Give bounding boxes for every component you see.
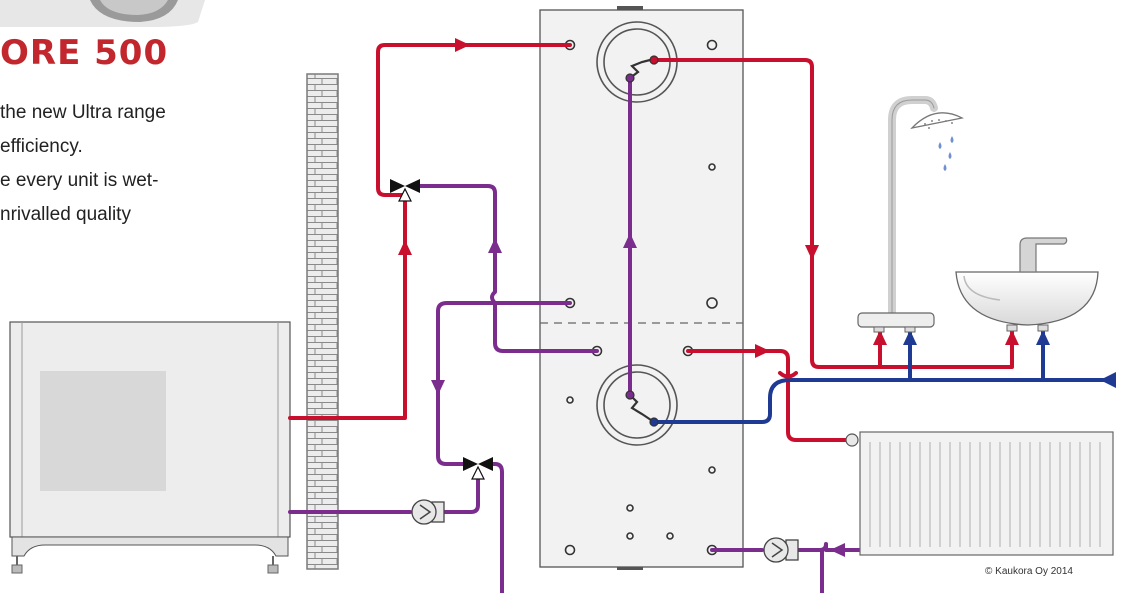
flow-arrows bbox=[398, 38, 1116, 557]
coil-connectors bbox=[625, 55, 659, 427]
copyright-notice: © Kaukora Oy 2014 bbox=[985, 566, 1073, 577]
tank-ports bbox=[564, 39, 718, 556]
basin-faucet bbox=[1019, 237, 1068, 273]
dhw-supply-pipe bbox=[652, 58, 1014, 369]
brick-wall bbox=[306, 73, 339, 570]
shower bbox=[857, 96, 964, 333]
three-way-valve-upper bbox=[390, 179, 420, 202]
coil-zigzags bbox=[629, 58, 655, 423]
radiator-supply-pipe bbox=[686, 349, 850, 442]
wash-basin bbox=[955, 237, 1099, 332]
product-heading: ORE 500 bbox=[0, 33, 169, 73]
cold-water-pipe bbox=[652, 378, 1107, 424]
circulation-pump-heat-pump bbox=[411, 499, 445, 525]
product-photo bbox=[0, 0, 205, 27]
intro-text: the new Ultra range efficiency. e every … bbox=[0, 96, 166, 232]
circulation-pump-radiator bbox=[763, 537, 799, 563]
three-way-valve-lower bbox=[463, 457, 493, 480]
storage-tank bbox=[539, 6, 744, 570]
shower-mixer bbox=[857, 312, 935, 328]
intro-line: nrivalled quality bbox=[0, 204, 131, 225]
lower-coil bbox=[596, 364, 678, 446]
intro-line: efficiency. bbox=[0, 136, 83, 157]
cold-water-inlet-arrow bbox=[1100, 372, 1116, 388]
heat-pump-outdoor-unit bbox=[9, 321, 291, 574]
radiator-valve bbox=[845, 433, 859, 447]
radiator bbox=[845, 431, 1114, 556]
water-drops bbox=[938, 136, 954, 171]
radiator-return-pipe bbox=[790, 542, 862, 552]
intro-line: e every unit is wet- bbox=[0, 170, 159, 191]
valve-return-pipe bbox=[418, 184, 599, 353]
intro-line: the new Ultra range bbox=[0, 102, 166, 123]
hp-supply-pipe bbox=[288, 43, 572, 420]
